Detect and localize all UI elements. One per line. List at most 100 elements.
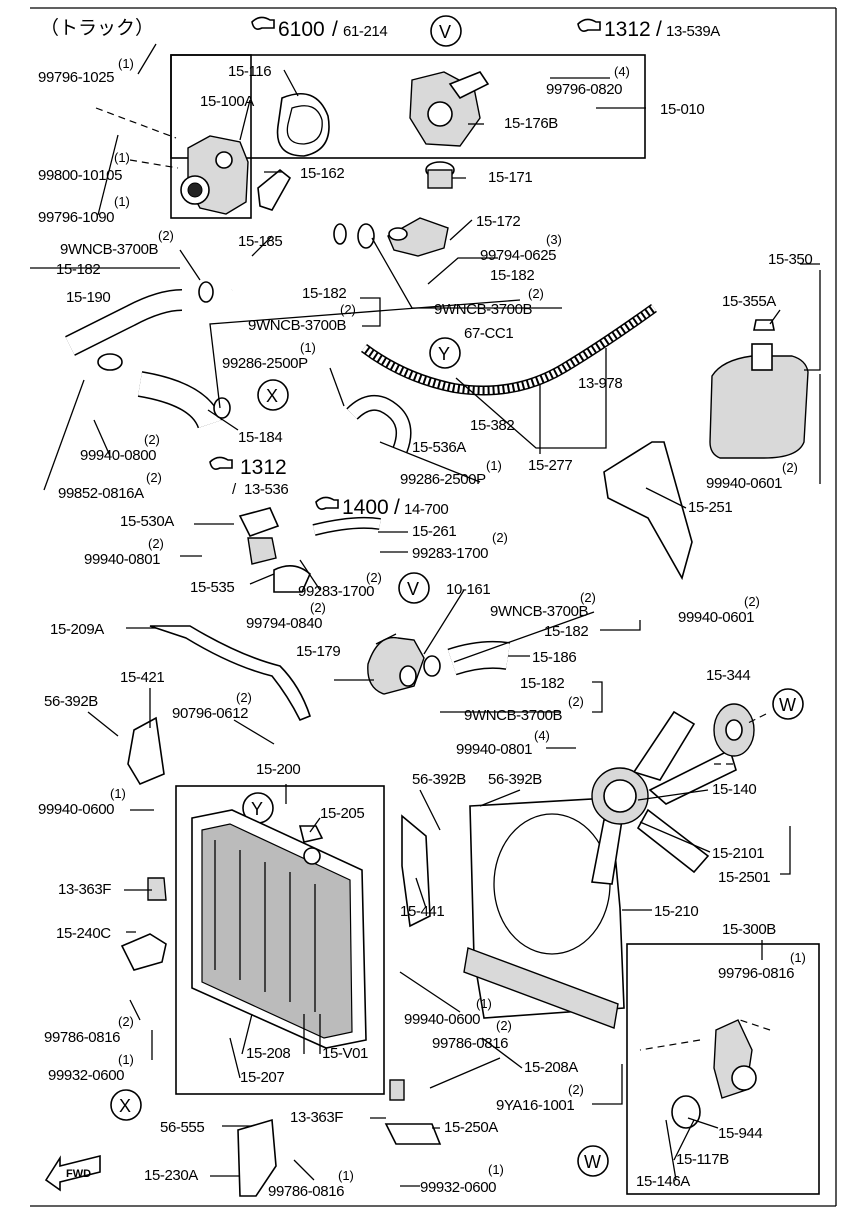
qty-label: (2)	[158, 228, 174, 243]
part-number-label: 99796-1090	[38, 209, 114, 226]
mount-13-363F-b[interactable]	[389, 1079, 405, 1101]
part-number-label: 56-392B	[488, 771, 542, 788]
part-number-label: 15-182	[520, 675, 564, 692]
part-number-label: 15-182	[490, 267, 534, 284]
cap-15-355A[interactable]	[753, 319, 775, 331]
reservoir-15-350[interactable]	[709, 319, 809, 459]
part-number-label: 99286-2500P	[400, 471, 486, 488]
part-number-label: 15-355A	[722, 293, 776, 310]
qty-label: (2)	[144, 432, 160, 447]
case-15-179[interactable]	[367, 636, 425, 695]
svg-text:1312: 1312	[240, 456, 287, 479]
qty-label: (1)	[486, 458, 502, 473]
part-number-label: 15-185	[238, 233, 282, 250]
part-number-label: 99796-0820	[546, 81, 622, 98]
pipe-15-530A[interactable]	[238, 507, 280, 565]
water-pump-15-100A[interactable]	[180, 135, 249, 215]
qty-label: (2)	[492, 530, 508, 545]
part-number-label: 10-161	[446, 581, 490, 598]
clamp-icon	[357, 223, 375, 249]
part-number-label: 9WNCB-3700B	[248, 317, 347, 334]
bracket-15-240C[interactable]	[120, 933, 167, 971]
part-number-label: 15-382	[470, 417, 514, 434]
qty-label: (2)	[340, 302, 356, 317]
ref-6100[interactable]: 6100 / 61-214	[251, 16, 388, 41]
svg-text:13-539A: 13-539A	[666, 23, 720, 40]
part-number-label: 99786-0816	[44, 1029, 120, 1046]
part-number-label: 15-010	[660, 101, 704, 118]
gasket-15-116[interactable]	[276, 93, 330, 157]
part-number-label: 99940-0801	[456, 741, 532, 758]
radiator-15-200[interactable]	[191, 809, 367, 1049]
part-number-label: 15-200	[256, 761, 300, 778]
part-number-label: 99932-0600	[420, 1179, 496, 1196]
circle-x-low: X	[110, 1089, 142, 1121]
part-number-label: 15-186	[532, 649, 576, 666]
bracket-15-230A[interactable]	[237, 1118, 277, 1197]
sensor-15-300B[interactable]	[713, 1019, 757, 1099]
bracket-15-251[interactable]	[603, 441, 693, 581]
circle-v-mid: V	[398, 572, 430, 604]
circle-x-hose: X	[257, 379, 289, 411]
pulley-15-344[interactable]	[713, 703, 755, 757]
pointing-hand-icon	[251, 16, 275, 30]
ref-1400[interactable]: 1400 / 14-700	[315, 496, 449, 519]
part-number-label: 15-179	[296, 643, 340, 660]
seal-15-208A[interactable]	[463, 947, 619, 1029]
qty-label: (2)	[580, 590, 596, 605]
qty-label: (2)	[148, 536, 164, 551]
part-number-label: 15-162	[300, 165, 344, 182]
ref-1312-mid[interactable]: 1312 / 13-536	[209, 456, 289, 498]
svg-text:Y: Y	[251, 799, 263, 819]
part-number-label: 15-530A	[120, 513, 174, 530]
bracket-15-250A[interactable]	[384, 1123, 442, 1145]
svg-text:V: V	[407, 579, 419, 599]
thermostat-15-171[interactable]	[425, 161, 455, 189]
gasket-15-117B[interactable]	[671, 1095, 701, 1129]
svg-text:W: W	[779, 695, 796, 715]
circle-y-rad: Y	[242, 792, 274, 824]
part-number-label: 15-140	[712, 781, 756, 798]
part-number-label: 15-100A	[200, 93, 254, 110]
fan-15-140[interactable]	[591, 710, 737, 885]
circle-y-hose: Y	[429, 337, 461, 369]
part-number-label: 15-176B	[504, 115, 558, 132]
housing-15-176B[interactable]	[409, 71, 490, 147]
qty-label: (1)	[114, 150, 130, 165]
svg-text:W: W	[584, 1152, 601, 1172]
part-number-label: 15-116	[228, 63, 271, 80]
qty-label: (2)	[568, 694, 584, 709]
part-number-label: 15-208	[246, 1045, 290, 1062]
clutch-15-2101[interactable]	[591, 767, 649, 825]
qty-label: (2)	[366, 570, 382, 585]
cap-15-205[interactable]	[298, 825, 324, 843]
stay-15-209A[interactable]	[149, 625, 311, 722]
part-number-label: 15-182	[56, 261, 100, 278]
part-number-label: 15-182	[544, 623, 588, 640]
qty-label: (1)	[790, 950, 806, 965]
pointing-hand-icon	[209, 456, 233, 470]
qty-label: (1)	[300, 340, 316, 355]
svg-text:1400: 1400	[342, 496, 389, 519]
part-number-label: 99800-10105	[38, 167, 122, 184]
part-number-label: 15-277	[528, 457, 572, 474]
part-number-label: 99940-0601	[706, 475, 782, 492]
part-number-label: 9YA16-1001	[496, 1097, 574, 1114]
part-number-label: 99283-1700	[412, 545, 488, 562]
mount-13-363F[interactable]	[147, 877, 167, 901]
outlet-15-172[interactable]	[387, 217, 449, 257]
qty-label: (2)	[146, 470, 162, 485]
qty-label: (2)	[236, 690, 252, 705]
gasket-10-161[interactable]	[423, 655, 441, 677]
qty-label: (4)	[534, 728, 550, 743]
plate-15-162[interactable]	[257, 168, 292, 211]
circle-w-sensor: W	[577, 1145, 609, 1177]
part-number-label: 15-208A	[524, 1059, 578, 1076]
ref-1312-top[interactable]: 1312 / 13-539A	[577, 18, 721, 41]
part-number-label: 99796-0816	[718, 965, 794, 982]
bracket-15-421[interactable]	[127, 716, 165, 786]
gasket-15-535[interactable]	[273, 565, 311, 593]
qty-label: (2)	[528, 286, 544, 301]
part-number-label: 15-171	[488, 169, 532, 186]
